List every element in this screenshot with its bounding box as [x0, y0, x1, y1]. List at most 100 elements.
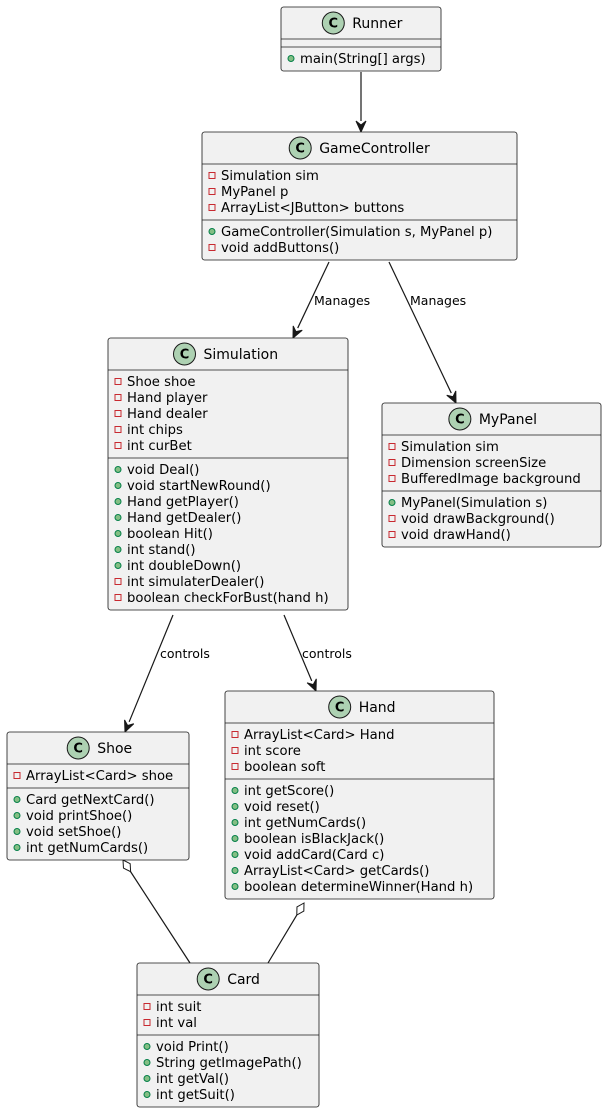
relation-line — [267, 914, 298, 964]
class-stereotype-letter: C — [295, 142, 305, 157]
class-attribute: Dimension screenSize — [401, 456, 546, 471]
class-name: MyPanel — [479, 412, 537, 428]
relation-label: Manages — [410, 293, 466, 308]
private-visibility-icon — [143, 1019, 151, 1026]
class-name: Shoe — [97, 741, 132, 757]
public-visibility-icon — [388, 499, 396, 506]
class-attribute: ArrayList<Card> shoe — [26, 769, 173, 784]
private-visibility-icon — [231, 747, 239, 754]
class-stereotype-letter: C — [335, 701, 345, 716]
private-visibility-icon — [13, 772, 21, 779]
class-name: GameController — [319, 141, 430, 157]
public-visibility-icon — [13, 844, 21, 851]
public-visibility-icon — [287, 55, 295, 62]
relation-line — [130, 871, 191, 964]
class-method: void Print() — [156, 1040, 229, 1055]
class-name: Card — [227, 972, 260, 988]
private-visibility-icon — [388, 475, 396, 482]
class-method: int stand() — [127, 543, 196, 558]
public-visibility-icon — [114, 530, 122, 537]
public-visibility-icon — [231, 819, 239, 826]
class-stereotype-icon — [196, 967, 220, 991]
public-visibility-icon — [13, 828, 21, 835]
private-visibility-icon — [388, 443, 396, 450]
private-visibility-icon — [143, 1003, 151, 1010]
public-visibility-icon — [208, 228, 216, 235]
public-visibility-icon — [114, 514, 122, 521]
private-visibility-icon — [208, 244, 216, 251]
relation-hand-card — [267, 902, 305, 964]
public-visibility-icon — [231, 803, 239, 810]
class-name: Runner — [352, 16, 402, 32]
class-stereotype-letter: C — [73, 742, 83, 757]
private-visibility-icon — [388, 515, 396, 522]
private-visibility-icon — [114, 378, 122, 385]
aggregation-diamond-icon — [122, 859, 132, 873]
class-stereotype-letter: C — [180, 348, 190, 363]
class-method: int getScore() — [244, 784, 334, 799]
class-stereotype-icon — [288, 136, 312, 160]
class-attribute: MyPanel p — [221, 185, 288, 200]
public-visibility-icon — [231, 883, 239, 890]
arrowhead-icon — [355, 120, 367, 134]
class-name: Hand — [359, 700, 396, 716]
class-box — [107, 337, 349, 611]
relation-label: Manages — [314, 293, 370, 308]
public-visibility-icon — [114, 546, 122, 553]
private-visibility-icon — [114, 410, 122, 417]
arrowhead-icon — [446, 390, 457, 405]
relation-line — [297, 261, 330, 329]
classes-layer: C Runner main(String[] args) C GameControlle… — [6, 6, 602, 1108]
public-visibility-icon — [114, 482, 122, 489]
class-method: main(String[] args) — [300, 52, 426, 67]
class-stereotype-icon — [66, 736, 90, 760]
class-method: void reset() — [244, 800, 320, 815]
class-box — [224, 690, 495, 900]
class-method: void addCard(Card c) — [244, 848, 384, 863]
class-attribute: int score — [244, 744, 301, 759]
class-stereotype-icon — [321, 11, 345, 35]
class-method: Hand getPlayer() — [127, 495, 239, 510]
class-attribute: int val — [156, 1016, 197, 1031]
class-method: int getSuit() — [156, 1088, 235, 1103]
class-stereotype-icon — [448, 407, 472, 431]
class-method: void drawBackground() — [401, 512, 555, 527]
class-method: void Deal() — [127, 463, 199, 478]
class-stereotype-letter: C — [455, 413, 465, 428]
arrowhead-icon — [292, 325, 303, 340]
class-attribute: ArrayList<JButton> buttons — [221, 201, 404, 216]
relation-gamecontroller-simulation: Manages — [292, 261, 370, 340]
private-visibility-icon — [208, 188, 216, 195]
relation-label: controls — [302, 646, 352, 661]
class-method: MyPanel(Simulation s) — [401, 496, 547, 511]
class-method: String getImagePath() — [156, 1056, 302, 1071]
class-method: Hand getDealer() — [127, 511, 241, 526]
private-visibility-icon — [231, 763, 239, 770]
relation-gamecontroller-mypanel: Manages — [388, 261, 466, 405]
class-attribute: Shoe shoe — [127, 375, 196, 390]
class-method: void addButtons() — [221, 241, 339, 256]
relation-line — [128, 614, 174, 723]
relation-line — [388, 261, 452, 394]
class-attribute: int curBet — [127, 439, 192, 454]
class-stereotype-icon — [173, 342, 196, 366]
public-visibility-icon — [143, 1075, 151, 1082]
class-stereotype-letter: C — [203, 973, 213, 988]
public-visibility-icon — [114, 562, 122, 569]
private-visibility-icon — [114, 442, 122, 449]
class-method: void drawHand() — [401, 528, 511, 543]
public-visibility-icon — [13, 796, 21, 803]
class-method: int getVal() — [156, 1072, 229, 1087]
relation-simulation-hand: controls — [283, 614, 352, 693]
class-method: boolean checkForBust(hand h) — [127, 591, 329, 606]
class-method: Card getNextCard() — [26, 793, 155, 808]
class-method: void printShoe() — [26, 809, 132, 824]
private-visibility-icon — [114, 394, 122, 401]
